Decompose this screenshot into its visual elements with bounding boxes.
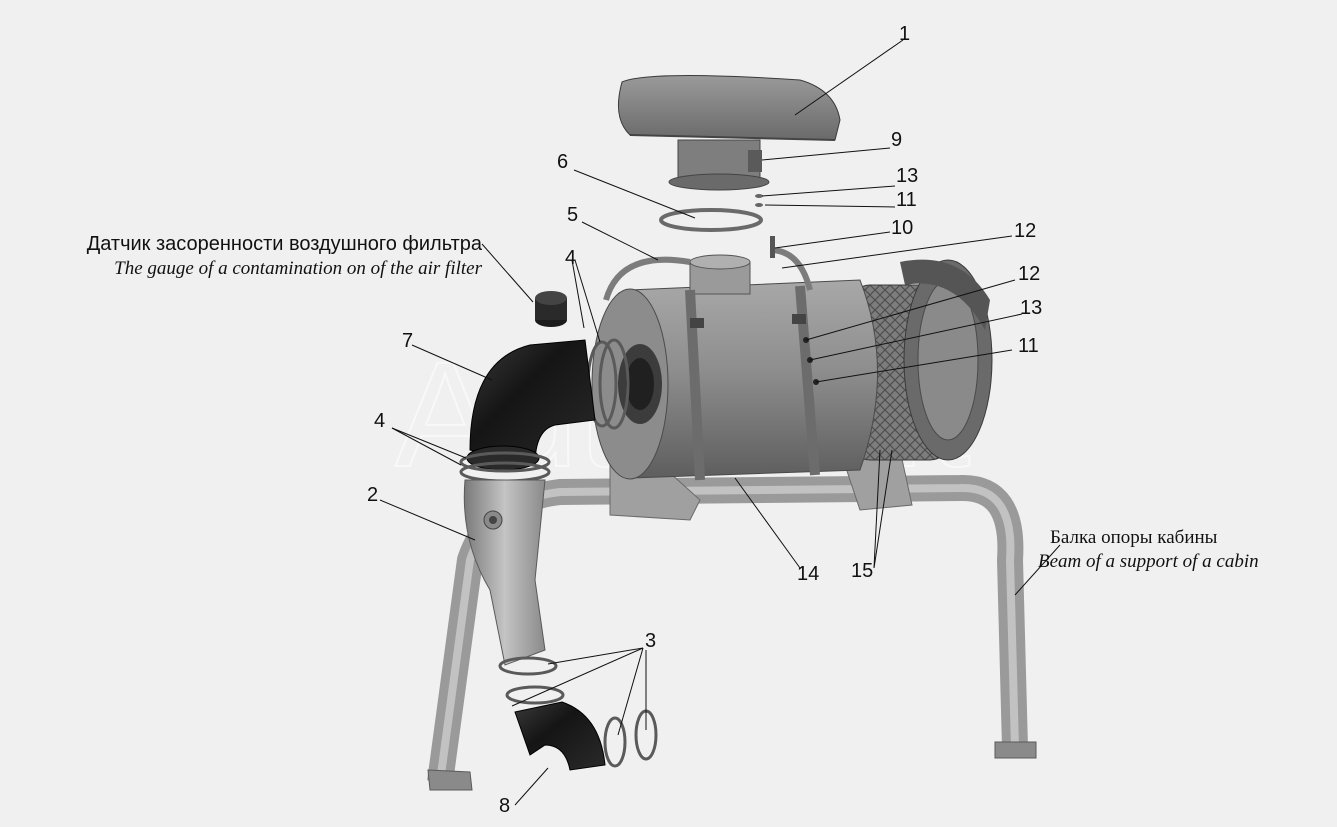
beam-caption-ru: Балка опоры кабины — [1050, 527, 1218, 548]
callout-14: 14 — [797, 563, 819, 585]
lower-elbow-hose — [514, 701, 606, 771]
beam-caption-en: Beam of a support of a cabin — [1038, 551, 1259, 572]
callout-7: 7 — [402, 330, 413, 352]
callout-8: 8 — [499, 795, 510, 817]
fasteners — [755, 194, 775, 258]
callout-15: 15 — [851, 560, 873, 582]
filter-housing — [591, 247, 878, 481]
sensor-caption-ru: Датчик засоренности воздушного фильтра — [87, 233, 483, 255]
callout-6: 6 — [557, 151, 568, 173]
lower-clamps — [498, 656, 658, 768]
callout-3: 3 — [645, 630, 656, 652]
gasket — [659, 208, 763, 232]
callout-11: 11 — [896, 189, 917, 211]
callout-13: 13 — [1020, 297, 1042, 319]
filter-cap — [617, 74, 841, 191]
leader-lines — [379, 39, 1061, 806]
sensor-caption-en: The gauge of a contamination on of the a… — [114, 258, 482, 279]
callout-2: 2 — [367, 484, 378, 506]
callout-9: 9 — [891, 129, 902, 151]
callout-12: 12 — [1018, 263, 1040, 285]
callout-5: 5 — [567, 204, 578, 226]
callout-numbers: 1 9 6 13 11 5 10 12 4 12 13 7 11 4 2 14 … — [367, 23, 1042, 817]
callout-10: 10 — [891, 217, 913, 239]
captions: Датчик засоренности воздушного фильтра T… — [87, 233, 1259, 572]
callout-12: 12 — [1014, 220, 1036, 242]
callout-1: 1 — [899, 23, 910, 45]
callout-4: 4 — [374, 410, 385, 432]
callout-11: 11 — [1018, 335, 1039, 357]
callout-13: 13 — [896, 165, 918, 187]
clogging-sensor — [535, 291, 567, 327]
callout-4: 4 — [565, 247, 576, 269]
intake-pipe — [463, 479, 546, 666]
